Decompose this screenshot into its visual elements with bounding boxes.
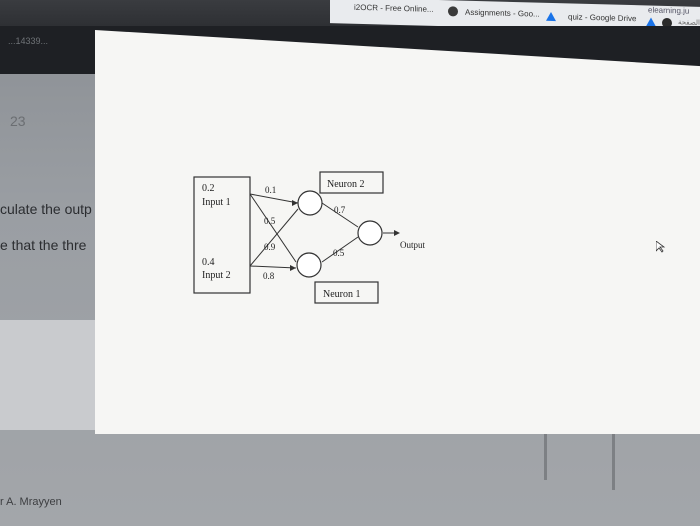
weight-label: 0.5	[264, 216, 276, 226]
input-1-label: Input 1	[202, 197, 231, 208]
background-tab-text: ...14339...	[8, 36, 49, 46]
neuron-1-label: Neuron 1	[323, 289, 361, 300]
input-2-value: 0.4	[202, 257, 215, 268]
author-name: r A. Mrayyen	[0, 496, 62, 508]
arrow-head	[292, 200, 298, 206]
output-label: Output	[400, 240, 426, 250]
neuron-1-box	[314, 281, 379, 304]
divider	[612, 430, 615, 490]
input-1-value: 0.2	[202, 183, 215, 194]
input-2-label: Input 2	[202, 270, 231, 281]
weight-label: 0.7	[334, 205, 346, 215]
weight-label: 0.1	[265, 185, 276, 195]
neuron-2-label: Neuron 2	[327, 179, 365, 190]
question-text-line-2: e that the thre	[0, 237, 87, 253]
connections	[249, 193, 398, 269]
arrow-head	[394, 230, 400, 236]
weight-label: 0.9	[264, 242, 276, 252]
divider	[544, 430, 547, 480]
question-number: 23	[10, 113, 26, 129]
arrow-head	[290, 265, 296, 271]
neuron-2-box	[319, 171, 384, 194]
neuron-1-node	[296, 252, 322, 278]
mouse-cursor-icon	[656, 241, 666, 253]
output-node	[357, 220, 383, 246]
neuron-2-node	[297, 190, 323, 216]
weight-label: 0.5	[333, 248, 345, 258]
weight-label: 0.8	[263, 271, 275, 281]
input-box	[193, 176, 251, 294]
question-text-line-1: culate the outp	[0, 201, 92, 217]
